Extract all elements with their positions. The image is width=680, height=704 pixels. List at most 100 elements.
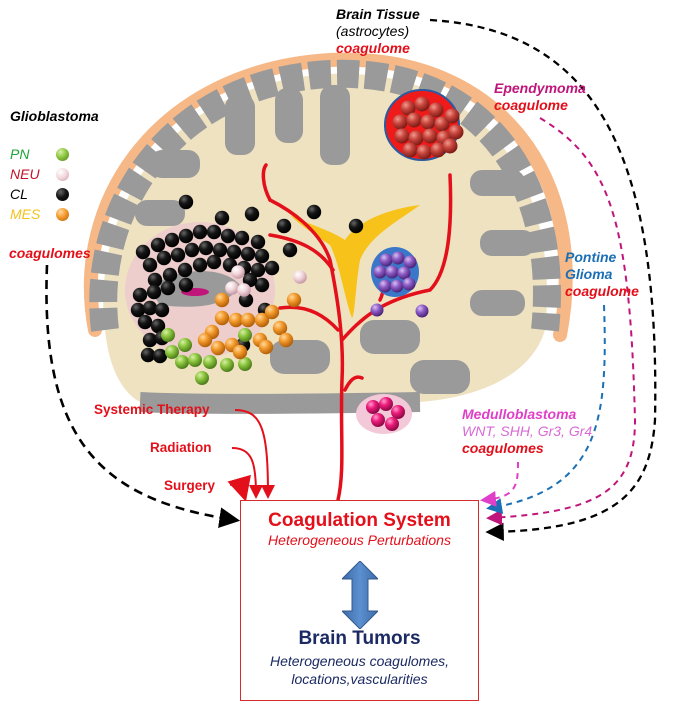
medulloblastoma-coagulomes: coagulomes (462, 439, 544, 456)
radiation-arrow (231, 447, 263, 499)
pontine-sphere (403, 255, 417, 269)
brain-tumors-title: Brain Tumors (298, 628, 421, 649)
ependymoma-spheres (392, 96, 464, 160)
cl-sphere (178, 194, 194, 210)
cl-sphere (206, 224, 222, 240)
cl-sphere (192, 224, 208, 240)
cl-sphere (282, 242, 298, 258)
mes-sphere (214, 292, 230, 308)
pontine-coagulome: coagulome (565, 282, 639, 299)
medulloblastoma-sphere (366, 400, 380, 414)
cl-sphere (250, 262, 266, 278)
pontine-sphere (402, 277, 416, 291)
ependymoma-label: Ependymoma coagulome (494, 80, 586, 114)
pontine-glioma-label: Pontine Glioma coagulome (565, 249, 639, 299)
ependymoma-sphere (444, 108, 460, 124)
cl-sphere (198, 240, 214, 256)
brain-tissue-subtitle: (astrocytes) (336, 22, 410, 39)
legend-pn-label: PN (10, 146, 30, 162)
cl-sphere (135, 244, 151, 260)
medulloblastoma-subgroups: WNT, SHH, Gr3, Gr4 (462, 422, 593, 439)
glioblastoma-coagulomes: coagulomes (9, 245, 91, 261)
cl-sphere (240, 246, 256, 262)
cl-sphere (234, 230, 250, 246)
cl-sphere (184, 242, 200, 258)
mes-sphere (214, 310, 230, 326)
cl-sphere (150, 237, 166, 253)
mes-sphere (278, 332, 294, 348)
medulloblastoma-sphere (385, 417, 399, 431)
brain-tissue-coagulome: coagulome (336, 39, 410, 56)
medulloblastoma-connector (480, 461, 519, 507)
coagulation-system-box: Coagulation System Heterogeneous Perturb… (240, 500, 479, 701)
black-sphere-icon (56, 188, 69, 201)
cl-sphere (140, 347, 156, 363)
cl-sphere (276, 218, 292, 234)
green-sphere-icon (56, 148, 69, 161)
cl-sphere (142, 332, 158, 348)
mes-sphere (272, 320, 288, 336)
ependymoma-sphere (448, 124, 464, 140)
double-headed-arrow-icon (342, 561, 378, 629)
cl-sphere (264, 260, 280, 276)
ependymoma-sphere (416, 144, 432, 160)
mes-sphere (264, 304, 280, 320)
ependymoma-sphere (408, 130, 424, 146)
neu-sphere (225, 281, 239, 295)
neu-sphere (231, 265, 245, 279)
pontine-sphere (390, 279, 404, 293)
cl-sphere (348, 218, 364, 234)
pn-sphere (165, 345, 179, 359)
pn-sphere (238, 328, 252, 342)
cl-sphere (147, 272, 163, 288)
cl-sphere (178, 277, 194, 293)
gray-matter-cortex (89, 59, 561, 332)
cl-sphere (206, 254, 222, 270)
pontine-connector (486, 304, 606, 514)
ependymoma-sphere (422, 128, 438, 144)
cl-sphere (160, 280, 176, 296)
cl-sphere (137, 314, 153, 330)
ependymoma-connector (486, 117, 637, 526)
orange-sphere-icon (56, 208, 69, 221)
brain-tissue-connector (429, 18, 657, 541)
medulloblastoma-spheres (366, 397, 405, 431)
legend-neu-label: NEU (10, 166, 40, 182)
cl-sphere (150, 318, 166, 334)
brain-tumors-subtitle: Heterogeneous coagulomes, locations,vasc… (241, 653, 478, 688)
medulloblastoma-sphere (371, 413, 385, 427)
medulloblastoma-sphere (379, 397, 393, 411)
surgery-label: Surgery (164, 478, 216, 493)
glioblastoma-spheres (130, 194, 364, 385)
cl-sphere (142, 300, 158, 316)
pn-sphere (238, 357, 252, 371)
cl-sphere (192, 257, 208, 273)
mes-sphere (210, 340, 226, 356)
ependymoma-sphere (434, 116, 450, 132)
ventricle (290, 205, 420, 318)
pontine-subtitle: Glioma (565, 265, 613, 282)
brain-tumors-subtitle-line1: Heterogeneous coagulomes, (269, 653, 449, 669)
mes-sphere (197, 332, 213, 348)
neu-sphere (237, 283, 251, 297)
brain-tissue-title: Brain Tissue (336, 6, 420, 22)
coagulation-system-subtitle: Heterogeneous Perturbations (268, 532, 451, 548)
cl-sphere (244, 206, 260, 222)
cl-sphere (146, 284, 162, 300)
cl-sphere (154, 302, 170, 318)
systemic-therapy-arrow (234, 409, 275, 499)
cl-sphere (242, 272, 258, 288)
cl-sphere (226, 244, 242, 260)
cl-sphere (132, 287, 148, 303)
pontine-sphere (397, 266, 411, 280)
pn-sphere (178, 338, 192, 352)
pontine-sphere (373, 265, 387, 279)
cl-sphere (254, 248, 270, 264)
ependymoma-sphere (402, 142, 418, 158)
ependymoma-coagulome: coagulome (494, 96, 568, 113)
cl-sphere (152, 348, 168, 364)
ependymoma-sphere (394, 128, 410, 144)
systemic-therapy-label: Systemic Therapy (94, 402, 210, 417)
mes-sphere (240, 312, 256, 328)
pontine-sphere (385, 265, 399, 279)
